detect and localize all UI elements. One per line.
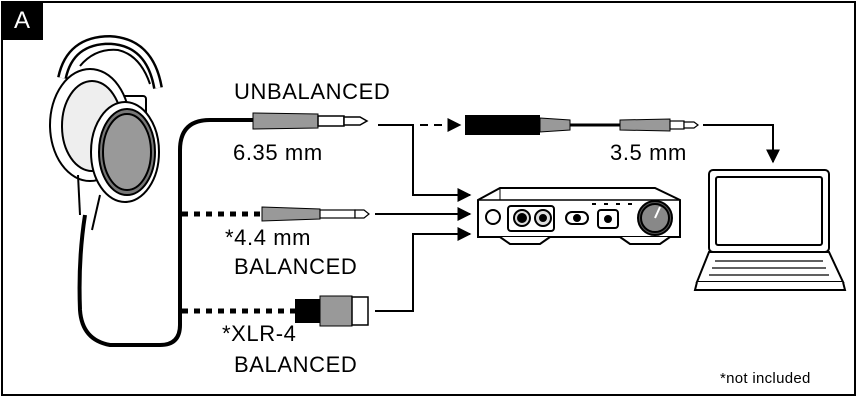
line-635-to-amp (378, 124, 472, 202)
footnote-not-included: *not included (720, 370, 811, 387)
label-xlr4: *XLR-4 (222, 321, 297, 346)
label-unbalanced: UNBALANCED (234, 79, 391, 104)
amplifier-illustration (477, 187, 681, 245)
line-35-to-laptop (703, 124, 780, 164)
headphones-illustration (49, 34, 163, 231)
plug-6-35mm (252, 112, 369, 130)
headphone-cable (77, 118, 255, 347)
line-xlr-to-amp (375, 227, 472, 312)
label-balanced-xlr: BALANCED (234, 352, 358, 377)
plug-4-4mm (261, 206, 370, 222)
adapter-cable (465, 115, 699, 135)
label-6-35mm: 6.35 mm (233, 140, 323, 165)
label-3-5mm: 3.5 mm (610, 140, 687, 165)
laptop-illustration (693, 169, 847, 291)
label-balanced-44: BALANCED (234, 254, 358, 279)
label-4-4mm: *4.4 mm (225, 225, 312, 250)
figure-badge: A (1, 1, 43, 40)
plug-xlr4 (295, 295, 369, 327)
